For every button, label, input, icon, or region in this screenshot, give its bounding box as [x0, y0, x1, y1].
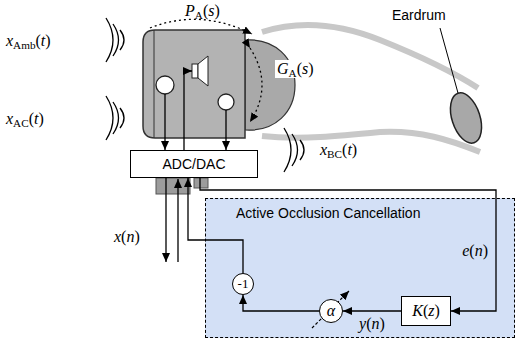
signal-connector [188, 178, 243, 273]
node-label: ADC/DAC [162, 156, 225, 172]
wire [164, 94, 165, 150]
ear-tip [245, 40, 295, 130]
signal-label: xAmb(t) [4, 32, 53, 50]
signal-line [177, 179, 178, 262]
signal-line [165, 178, 166, 262]
cable-plug [156, 178, 190, 194]
adapt-arrow [312, 291, 349, 328]
signal-label: e(n) [460, 242, 490, 260]
speaker [192, 64, 198, 78]
sound-waves [106, 18, 304, 172]
inverter-circle: -1 [232, 273, 254, 295]
region-title: Active Occlusion Cancellation [236, 205, 420, 221]
signal-label: y(n) [357, 315, 387, 333]
adc-dac-box: ADC/DAC [130, 150, 258, 178]
earbud-housing [143, 30, 245, 138]
transfer-label: GA(s) [275, 60, 316, 78]
ear-canal [262, 132, 480, 152]
node-label: α [327, 302, 335, 320]
signal-connector [243, 295, 319, 311]
cable-plug [194, 178, 208, 188]
path-arc [150, 19, 252, 34]
band-fill [205, 198, 515, 338]
inner-mic [218, 94, 234, 110]
path-arc [250, 48, 262, 122]
wire [184, 71, 192, 150]
node-label: -1 [238, 276, 249, 292]
leader-line [440, 28, 458, 93]
ear-canal [262, 25, 478, 88]
eardrum [445, 89, 488, 147]
signal-label: xAC(t) [4, 110, 46, 128]
filter-box: K(z) [401, 296, 451, 326]
part-name: Eardrum [390, 8, 448, 23]
node-label: K(z) [412, 302, 440, 320]
speaker-cone [198, 56, 208, 86]
housing-edge [154, 30, 155, 138]
gain-circle: α [319, 299, 343, 323]
wire [225, 110, 226, 150]
signal-label: x(n) [112, 228, 142, 246]
signal-label: xBC(t) [318, 141, 359, 159]
outer-mic [156, 76, 174, 94]
signal-connector [343, 310, 401, 311]
transfer-label: PA(s) [183, 2, 222, 20]
